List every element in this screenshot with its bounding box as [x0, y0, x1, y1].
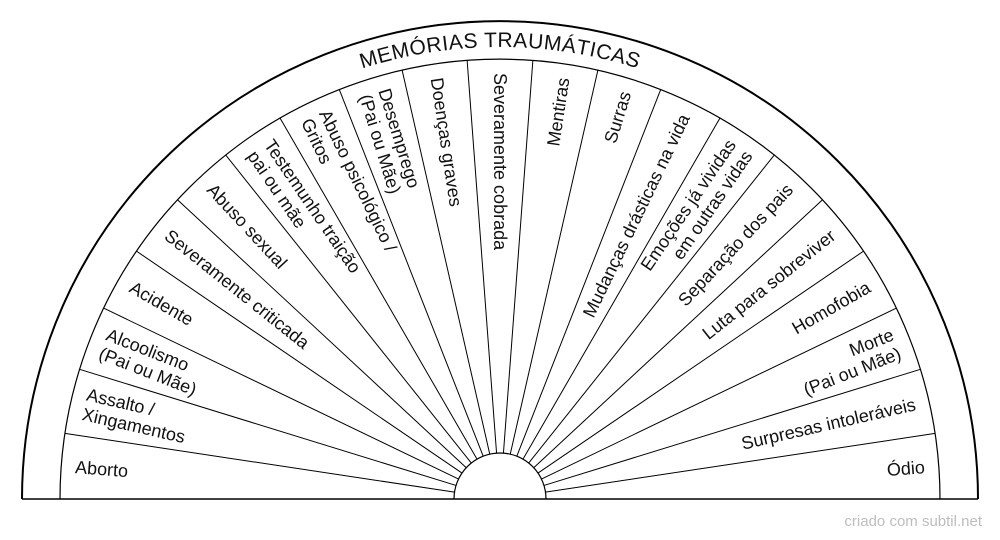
segment-label: Assalto /Xingamentos [80, 385, 191, 447]
spoke [516, 89, 662, 457]
spoke [136, 250, 463, 474]
segment-label: Aborto [74, 457, 128, 481]
segment-label-text: Ódio [886, 456, 925, 480]
spoke [64, 432, 455, 493]
credit-text: criado com subtil.net [844, 513, 982, 530]
segment-label-text: Homofobia [789, 277, 875, 338]
segment-label: Homofobia [789, 277, 875, 338]
spoke [225, 154, 472, 464]
outer-arc [21, 20, 979, 500]
segment-label-line: Surras [600, 89, 635, 146]
spoke [509, 69, 599, 455]
segment-label-line: Aborto [74, 457, 128, 481]
segment-label: Severamente criticada [161, 226, 314, 354]
spoke [533, 199, 823, 469]
spoke [522, 117, 721, 460]
segment-label-line: Severamente criticada [161, 226, 314, 354]
segment-label: Surras [600, 89, 635, 146]
segment-label-text: Doenças graves [427, 76, 466, 208]
spoke [401, 69, 491, 455]
chart-lines [21, 20, 979, 500]
segment-label: Mentiras [543, 76, 573, 147]
segment-label-line: Surpresas intoleráveis [739, 394, 917, 453]
segment-label-text: Alcoolismo(Pai ou Mãe) [96, 325, 207, 400]
segment-label-text: Mentiras [543, 76, 573, 147]
spoke [279, 117, 478, 460]
segment-label-line: Homofobia [789, 277, 875, 338]
segment-label-text: Morte(Pai ou Mãe) [793, 325, 904, 400]
segment-label-text: Surras [600, 89, 635, 146]
hub-arc [453, 452, 547, 500]
spoke [502, 60, 534, 454]
segment-label-line: Severamente cobrada [490, 73, 510, 251]
segment-label-text: Aborto [74, 457, 128, 481]
segment-label: Morte(Pai ou Mãe) [793, 325, 904, 400]
spoke [79, 368, 457, 486]
spoke [466, 60, 498, 454]
inner-arc [59, 58, 941, 500]
chart-title: MEMÓRIAS TRAUMÁTICAS [357, 29, 643, 73]
spoke [528, 154, 775, 464]
segment-label: Severamente cobrada [490, 73, 510, 251]
segment-label: Alcoolismo(Pai ou Mãe) [96, 325, 207, 400]
segment-label: Surpresas intoleráveis [739, 394, 917, 453]
segment-label: Doenças graves [427, 76, 466, 208]
segment-label-text: Surpresas intoleráveis [739, 394, 917, 453]
spoke [541, 307, 897, 480]
segment-label-line: Ódio [886, 456, 925, 480]
segment-label-text: Assalto /Xingamentos [80, 385, 191, 447]
spoke [543, 368, 921, 486]
spoke [537, 250, 864, 474]
segment-label-text: Severamente criticada [161, 226, 314, 354]
segment-labels: Aborto Assalto /XingamentosAlcoolismo(Pai… [74, 29, 925, 481]
segment-label-line: Doenças graves [427, 76, 466, 208]
spoke [338, 89, 484, 457]
spoke [103, 307, 459, 480]
segment-label-text: Severamente cobrada [490, 73, 510, 251]
segment-label-line: Mentiras [543, 76, 573, 147]
spoke [177, 199, 467, 469]
spoke [545, 432, 936, 493]
segment-label: Ódio [886, 456, 925, 480]
